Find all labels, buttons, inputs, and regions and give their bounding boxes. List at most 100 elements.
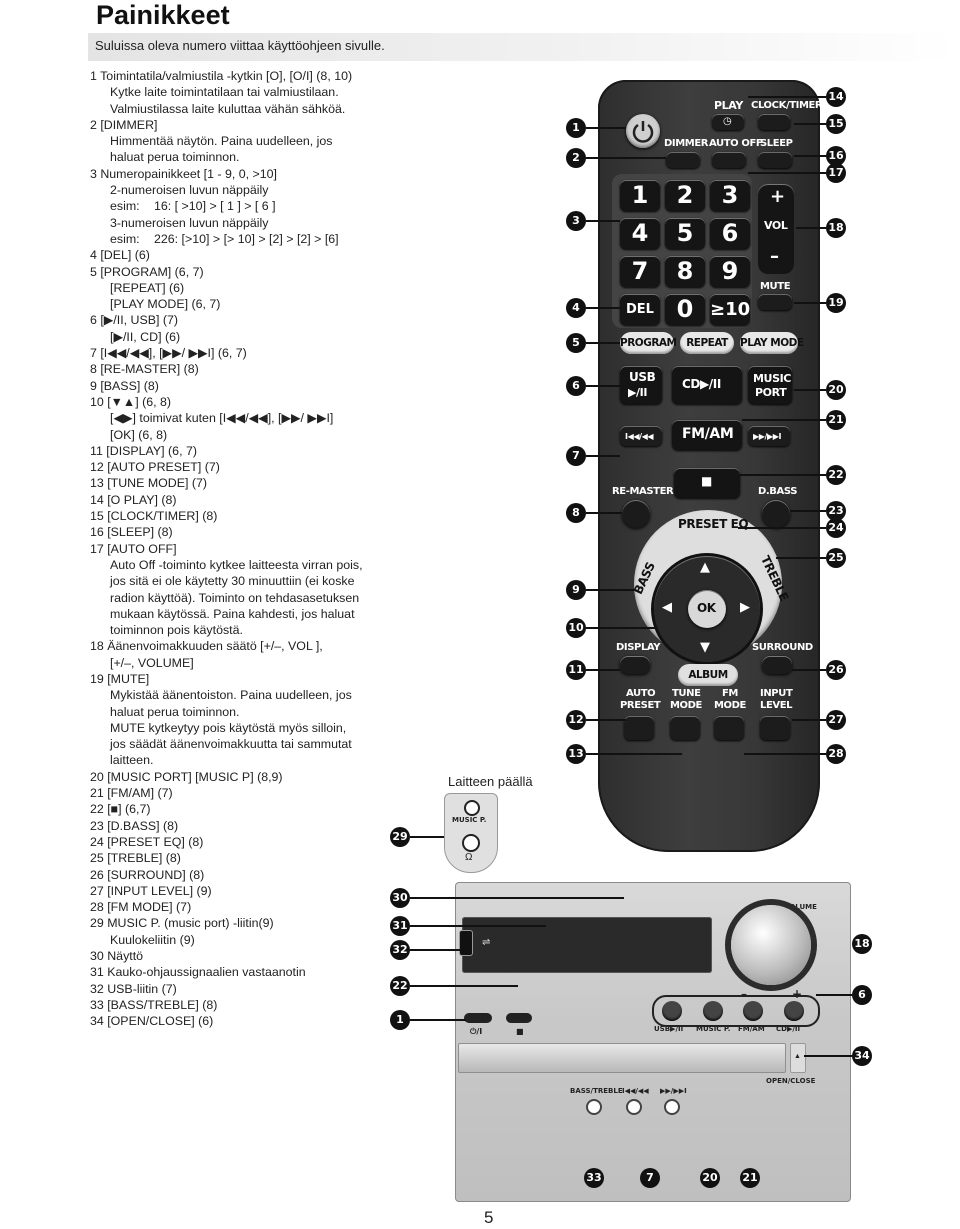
callout-9: 9 [566,580,586,600]
auto-off-button[interactable] [712,152,746,168]
headphone-jack[interactable] [462,834,480,852]
callout-line [804,1055,852,1057]
mute-button[interactable] [758,294,792,310]
number-button-2[interactable]: 2 [665,180,705,211]
power-icon [632,121,654,143]
callout-33: 33 [584,1168,604,1188]
volume-label: VOL [764,219,788,232]
legend-line: 8 [RE-MASTER] (8) [90,362,199,377]
volume-rocker[interactable]: + VOL – [758,184,794,274]
number-button-8[interactable]: 8 [665,256,705,287]
legend-line: 6 [▶/II, USB] (7) [90,313,179,328]
music-p-unit-button[interactable] [703,1001,723,1021]
tune-mode-button[interactable] [670,716,700,740]
cd-play-unit-button[interactable] [784,1001,804,1021]
re-master-button[interactable] [622,500,650,528]
legend-line: 28 [FM MODE] (7) [90,900,192,915]
power-button[interactable] [626,114,660,148]
number-button-4[interactable]: 4 [620,218,660,249]
prev-label: I◀◀/◀◀ [625,432,654,441]
music-port-jack[interactable] [464,800,480,816]
clock-timer-button[interactable] [758,114,790,130]
prev-button[interactable]: I◀◀/◀◀ [620,426,662,446]
legend-line: 13 [TUNE MODE] (7) [90,476,208,491]
fm-am-button[interactable]: FM/AM [672,420,742,450]
program-button[interactable]: PROGRAM [620,332,677,354]
usb-play-button[interactable]: USB ▶/II [620,366,662,404]
preset-eq-label: PRESET EQ [678,517,749,531]
navigation-pad[interactable]: ▲ ▼ ◀ ▶ OK [654,556,760,662]
callout-line [794,123,826,125]
remote-control-illustration: PLAY ◷ CLOCK/TIMER DIMMER AUTO OFF SLEEP… [598,80,823,852]
example-label: esim: [110,199,140,214]
ok-button[interactable]: OK [688,590,726,628]
input-level-button[interactable] [760,716,790,740]
number-button-3[interactable]: 3 [710,180,750,211]
stop-unit-button[interactable] [506,1013,532,1023]
fm-am-unit-label: FM/AM [738,1025,765,1033]
stop-button[interactable]: ■ [674,468,740,498]
bass-treble-unit-button[interactable] [586,1099,602,1115]
legend-line: 32 USB-liitin (7) [90,981,177,996]
number-button-0[interactable]: 0 [665,294,705,325]
callout-line [586,385,620,387]
dimmer-button[interactable] [666,152,700,168]
usb-play-unit-button[interactable] [662,1001,682,1021]
legend-line: 2 [DIMMER] [90,117,158,132]
del-button[interactable]: DEL [620,294,660,325]
volume-minus-label: – [770,246,779,267]
down-arrow-icon[interactable]: ▼ [700,640,710,655]
callout-17: 17 [826,163,846,183]
volume-knob[interactable] [731,905,811,985]
next-unit-button[interactable] [664,1099,680,1115]
right-arrow-icon[interactable]: ▶ [740,600,750,615]
prev-unit-button[interactable] [626,1099,642,1115]
legend-line: 7 [I◀◀/◀◀], [▶▶/ ▶▶I] (6, 7) [90,346,247,361]
up-arrow-icon[interactable]: ▲ [700,560,710,575]
legend-line: [OK] (6, 8) [110,427,168,442]
usb-port[interactable] [460,931,472,955]
number-button-6[interactable]: 6 [710,218,750,249]
repeat-button[interactable]: REPEAT [680,332,734,354]
number-button-7[interactable]: 7 [620,256,660,287]
fm-mode-button[interactable] [714,716,744,740]
legend-line: [▶/II, CD] (6) [110,329,181,344]
fm-am-unit-button[interactable] [743,1001,763,1021]
power-unit-button[interactable] [464,1013,492,1023]
page-subtitle: Suluissa oleva numero viittaa käyttöohje… [95,38,385,53]
surround-button[interactable] [762,656,792,674]
left-arrow-icon[interactable]: ◀ [662,600,672,615]
callout-line [790,510,826,512]
legend-line: laitteen. [110,753,154,768]
sleep-button[interactable] [758,152,792,168]
number-button-1[interactable]: 1 [620,180,660,211]
d-bass-button[interactable] [762,500,790,528]
display-button[interactable] [620,656,650,674]
play-mode-button[interactable]: PLAY MODE [740,332,804,354]
next-button[interactable]: ▶▶/▶▶I [748,426,790,446]
number-button-5[interactable]: 5 [665,218,705,249]
clock-play-icon: ◷ [723,116,732,127]
gt10-button[interactable]: ≥10 [710,294,750,325]
cd-play-button[interactable]: CD▶/II [672,366,742,404]
legend-line: 2-numeroisen luvun näppäily [110,183,269,198]
power-unit-label: ⏻/I [470,1027,483,1036]
open-close-button[interactable]: ▲ [790,1043,806,1073]
auto-preset-button[interactable] [624,716,654,740]
callout-22b: 22 [390,976,410,996]
legend-line: 31 Kauko-ohjaussignaalien vastaanotin [90,965,306,980]
music-port-button[interactable]: MUSIC PORT [748,366,792,404]
legend-line: Mykistää äänentoiston. Paina uudelleen, … [110,688,352,703]
album-button[interactable]: ALBUM [678,664,738,686]
callout-3: 3 [566,211,586,231]
o-play-button[interactable]: ◷ [712,114,744,130]
callout-line [816,994,852,996]
cd-play-label: CD▶/II [682,377,721,391]
number-button-9[interactable]: 9 [710,256,750,287]
music-p-jack-label: MUSIC P. [452,816,487,824]
open-close-label: OPEN/CLOSE [766,1077,816,1085]
auto-off-label: AUTO OFF [709,138,763,149]
main-unit-illustration: ⇌ VOLUME – + USB▶/II MUSIC P. FM/AM CD▶/… [455,882,851,1202]
fm-mode-label-1: FM [722,688,738,699]
legend-line: 20 [MUSIC PORT] [MUSIC P] (8,9) [90,769,283,784]
